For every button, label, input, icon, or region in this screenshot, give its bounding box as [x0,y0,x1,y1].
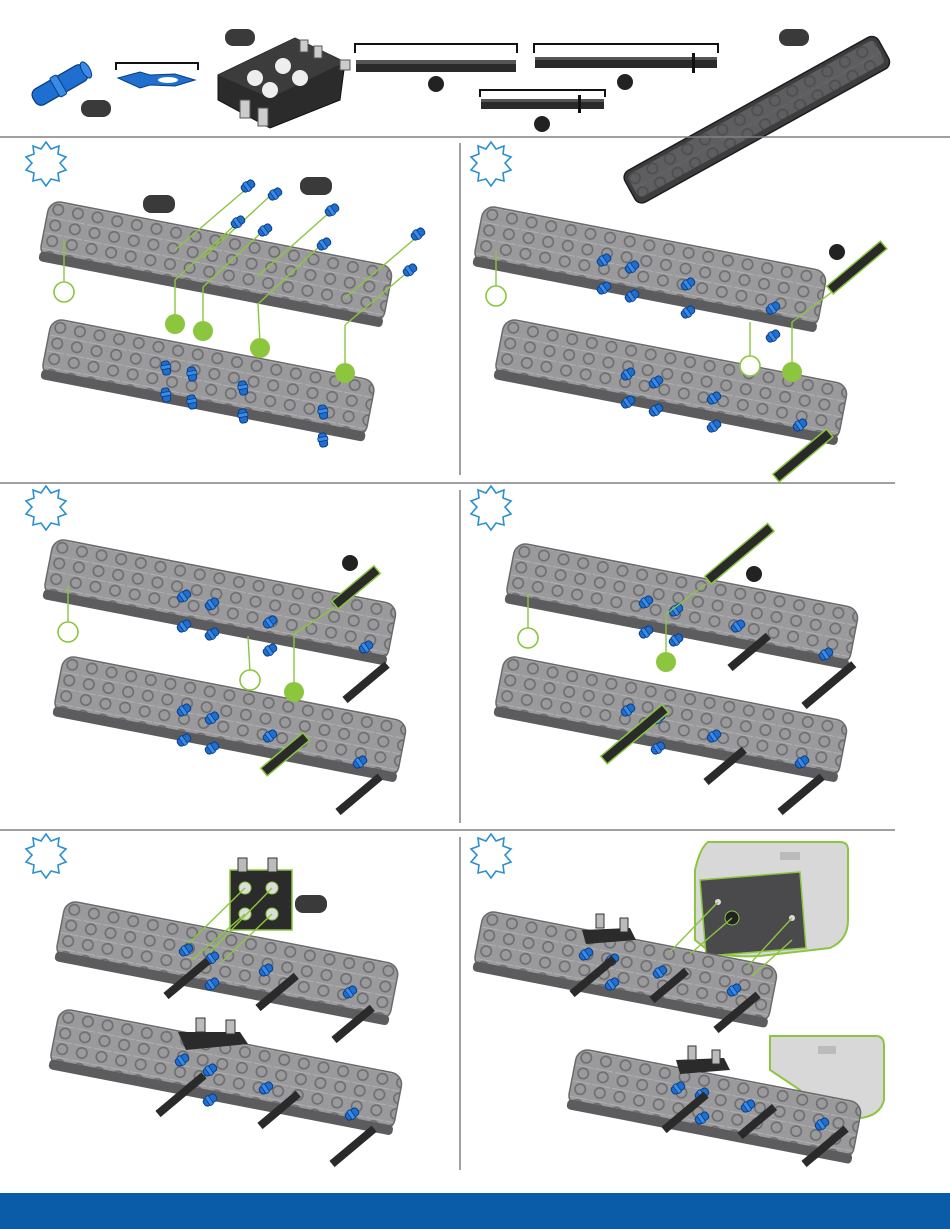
qty-badge [143,195,175,213]
step-burst-icon [471,486,511,530]
step-5-panel [26,834,404,1167]
step-1-panel [26,142,427,448]
pin-tool-part [116,63,198,88]
step-3-panel [26,486,408,815]
footer-bar [0,1193,950,1229]
qty-badge [295,895,327,913]
qty-badge [300,177,332,195]
step-burst-icon [26,834,66,878]
motor-block-part [218,38,350,128]
medium-shaft-collar-part [480,90,605,132]
step-4-panel [471,486,860,815]
step-burst-icon [26,486,66,530]
qty-badge [81,100,111,117]
battery-box [695,842,848,956]
step-2-panel [471,142,887,482]
long-shaft-collar-part [534,44,718,90]
step-6-panel [471,834,884,1167]
qty-badge [779,29,809,46]
long-shaft-part [355,44,517,92]
step-burst-icon [471,834,511,878]
step-burst-icon [471,142,511,186]
qty-badge [225,29,255,46]
step-burst-icon [26,142,66,186]
